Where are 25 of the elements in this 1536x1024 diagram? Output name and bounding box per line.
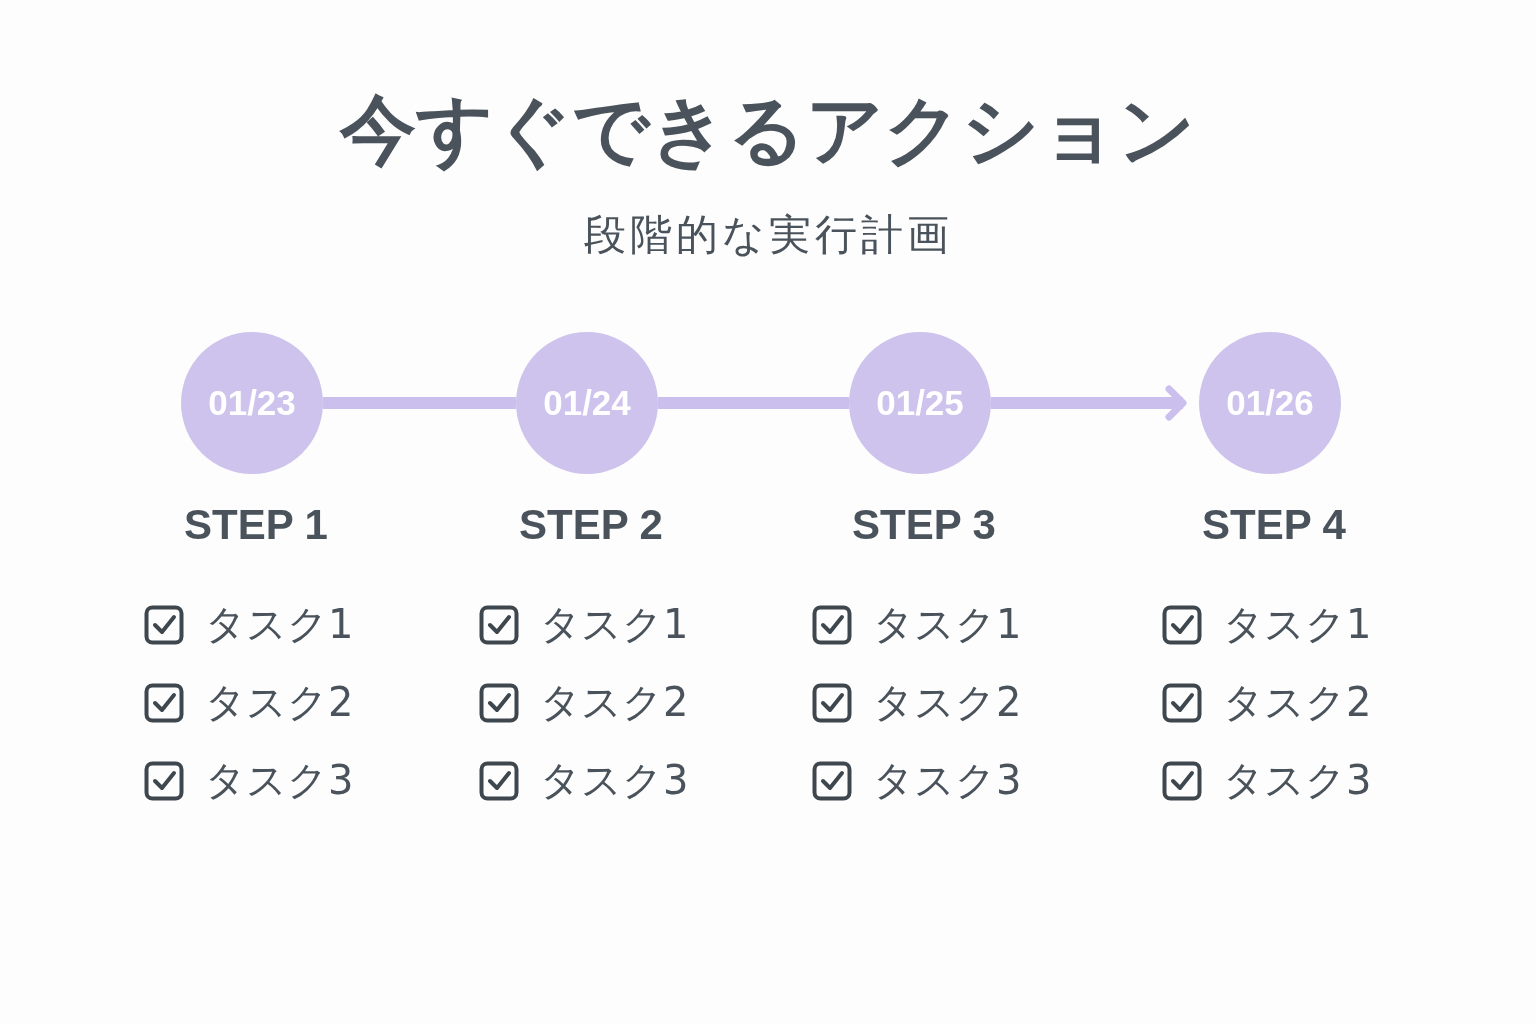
task-label: タスク1 [540,602,689,646]
step-label: STEP 2 [518,502,664,549]
task-label: タスク3 [540,758,689,802]
date-label: 01/24 [543,383,631,423]
task-label: タスク2 [873,680,1022,724]
connector-line [323,397,516,409]
task-label: タスク1 [1223,602,1372,646]
task-label: タスク3 [1223,758,1372,802]
step-label: STEP 4 [1201,502,1347,549]
subtitle: 段階的な実行計画 [582,210,954,261]
date-label: 01/26 [1226,383,1314,423]
date-label: 01/25 [876,383,964,423]
task-label: タスク2 [205,680,354,724]
task-label: タスク1 [873,602,1022,646]
step-label: STEP 3 [851,502,997,549]
date-label: 01/23 [208,383,296,423]
arrow [991,385,1187,421]
task-label: タスク3 [205,758,354,802]
title: 今すぐできるアクション [338,88,1197,172]
task-label: タスク1 [205,602,354,646]
connector-line [658,397,849,409]
task-label: タスク2 [1223,680,1372,724]
task-label: タスク2 [540,680,689,724]
task-label: タスク3 [873,758,1022,802]
step-label: STEP 1 [183,502,329,549]
